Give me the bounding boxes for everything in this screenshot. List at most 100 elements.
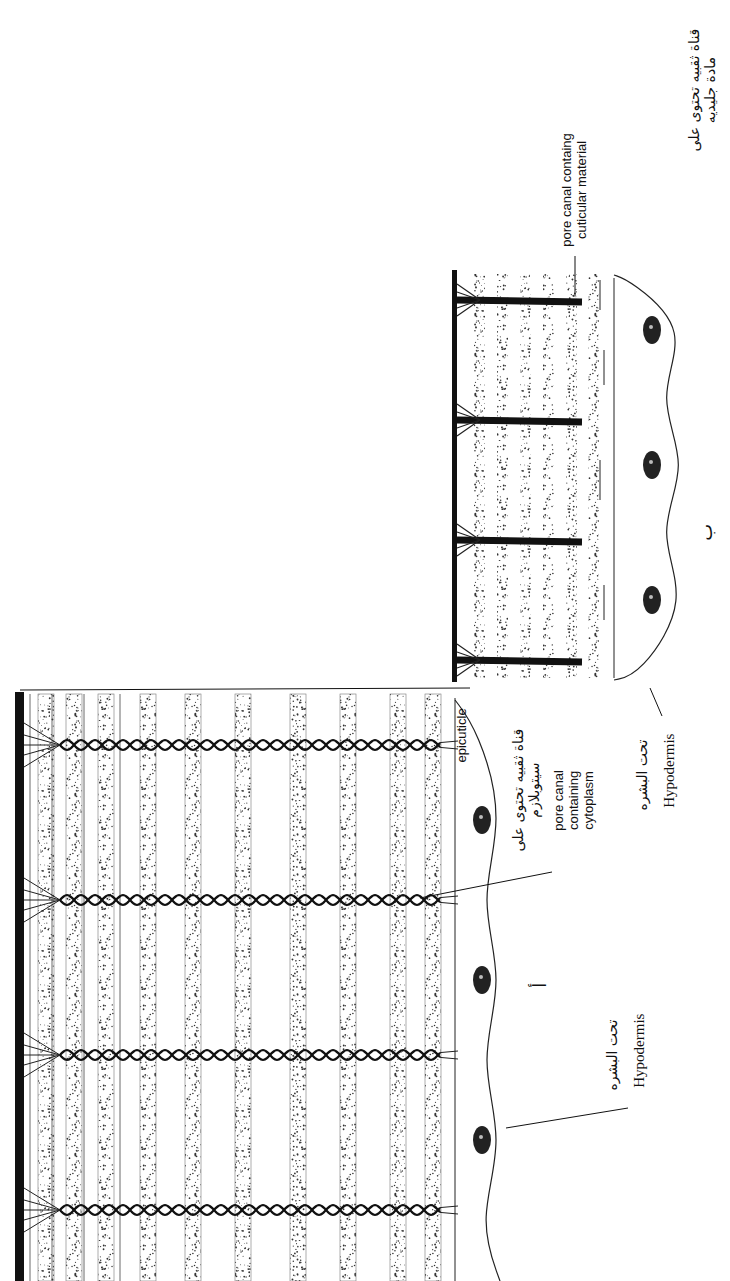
- helical-pore-canal: [60, 895, 440, 905]
- nucleus: [473, 1126, 491, 1154]
- cuticle-layer: [140, 694, 156, 1281]
- canal-branch: [24, 1188, 60, 1210]
- leader-line: [650, 688, 662, 716]
- cuticle-layer: [290, 694, 306, 1281]
- canal-branch: [24, 745, 60, 746]
- layer-line: [600, 280, 601, 310]
- canal-branch: [457, 420, 480, 428]
- helical-pore-canal: [60, 1050, 440, 1060]
- canal-branch: [457, 524, 480, 540]
- canal-branch: [24, 1210, 60, 1220]
- layer-line: [604, 585, 605, 620]
- canal-branch: [457, 540, 480, 548]
- arabic-label: تحت البشره: [604, 1005, 620, 1105]
- canal-branch: [457, 412, 480, 420]
- cuticle-layer: [425, 694, 441, 1281]
- nucleus: [643, 586, 661, 614]
- canal-branch: [24, 878, 60, 900]
- arabic-label: قناة ثقبيه تحتوى على سيتوبلازم: [510, 715, 542, 865]
- nucleus: [643, 316, 661, 344]
- cuticle-layer: [38, 694, 54, 1281]
- nucleus: [643, 451, 661, 479]
- canal-branch: [457, 284, 480, 300]
- cuticle-layer: [185, 694, 201, 1281]
- cuticle-layer: [566, 274, 577, 678]
- part-label: Hypodermis: [631, 1000, 648, 1100]
- helical-pore-canal: [60, 1205, 440, 1215]
- nucleolus: [649, 460, 653, 464]
- leader-line: [506, 1108, 628, 1128]
- canal-branch: [24, 1055, 60, 1056]
- canal-branch: [24, 1210, 60, 1232]
- cuticle-layer: [474, 274, 485, 678]
- nucleolus: [649, 325, 653, 329]
- part-label: epicuticle: [455, 695, 470, 775]
- cuticle-layer: [66, 694, 82, 1281]
- nucleolus: [479, 815, 483, 819]
- nucleus: [473, 966, 491, 994]
- canal-branch: [457, 540, 480, 556]
- nucleus: [473, 806, 491, 834]
- cuticle-layer: [588, 274, 599, 678]
- leader-line: [420, 872, 552, 898]
- cuticle-layer: [497, 274, 508, 678]
- leader-line: [575, 256, 576, 296]
- canal-branch: [24, 900, 60, 901]
- hypodermis-cells: [455, 700, 500, 1281]
- nucleolus: [479, 1135, 483, 1139]
- layer-line: [84, 694, 85, 1281]
- figure-letter: ب: [696, 517, 717, 547]
- canal-branch: [24, 900, 60, 922]
- canal-branch: [457, 300, 480, 308]
- hypodermis-cells: [614, 275, 678, 680]
- canal-branch: [24, 890, 60, 900]
- cuticle-layer: [340, 694, 356, 1281]
- hypodermis-edge: [614, 278, 615, 678]
- canal-branch: [457, 532, 480, 540]
- layer-line: [120, 694, 121, 1281]
- canal-branch: [24, 745, 60, 767]
- epicuticle-layer: [15, 692, 24, 1281]
- canal-branch: [457, 660, 480, 676]
- canal-branch: [457, 420, 480, 436]
- figure-letter: أ: [530, 970, 551, 1000]
- nucleolus: [479, 975, 483, 979]
- layer-line: [604, 350, 605, 385]
- epicuticle-layer: [452, 270, 457, 682]
- cuticle-layer: [235, 694, 251, 1281]
- layer-line: [30, 694, 31, 1281]
- cuticle-layer: [390, 694, 406, 1281]
- helical-pore-canal: [60, 740, 440, 750]
- part-label: pore canal containing cytoplasm: [552, 745, 597, 855]
- canal-branch: [457, 644, 480, 660]
- cuticle-layer: [98, 694, 114, 1281]
- canal-branch: [24, 900, 60, 910]
- part-label: pore canal containg cuticular material: [560, 130, 590, 250]
- layer-line: [600, 460, 601, 500]
- canal-branch: [24, 1055, 60, 1077]
- canal-branch: [457, 404, 480, 420]
- nucleolus: [649, 595, 653, 599]
- cuticle-layer: [543, 274, 554, 678]
- cuticle-layer: [520, 274, 531, 678]
- hypodermis-edge: [455, 698, 456, 1281]
- helical-pore-canal: [60, 1050, 440, 1060]
- canal-branch: [24, 1055, 60, 1065]
- canal-branch: [457, 292, 480, 300]
- canal-branch: [24, 745, 60, 755]
- leader-line: [20, 688, 470, 690]
- helical-pore-canal: [60, 1205, 440, 1215]
- helical-pore-canal: [60, 895, 440, 905]
- arabic-label: قناة ثقبيه تحتوى على مادة جليديه: [686, 15, 718, 165]
- part-label: Hypodermis: [661, 720, 678, 820]
- canal-branch: [24, 723, 60, 745]
- helical-pore-canal: [60, 740, 440, 750]
- canal-branch: [24, 1045, 60, 1055]
- canal-branch: [457, 660, 480, 668]
- drawing: [15, 256, 678, 1281]
- canal-branch: [457, 300, 480, 316]
- canal-branch: [24, 735, 60, 745]
